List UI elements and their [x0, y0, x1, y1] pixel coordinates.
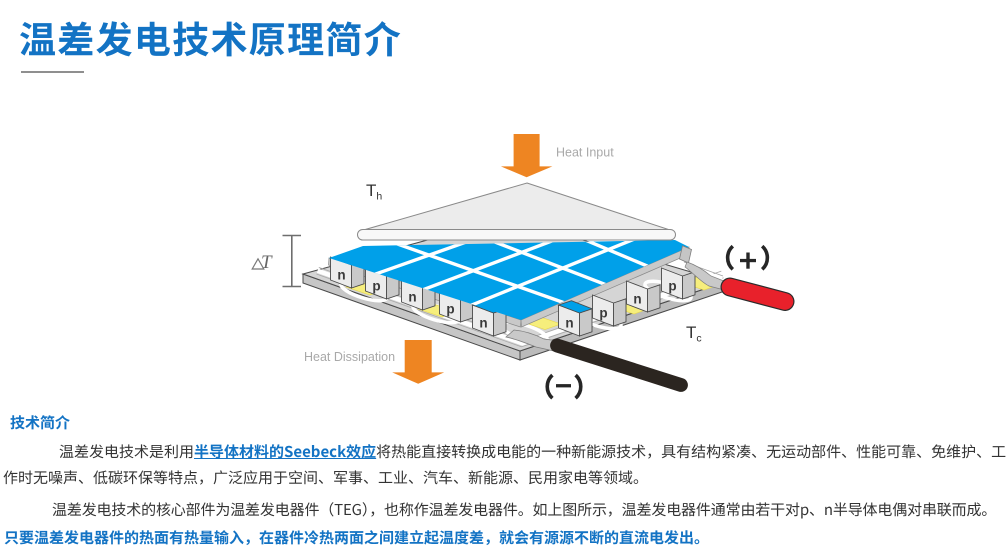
svg-text:Heat Input: Heat Input — [556, 146, 614, 160]
svg-text:T: T — [261, 252, 273, 273]
svg-text:n: n — [633, 292, 641, 307]
svg-text:p: p — [372, 279, 380, 294]
svg-text:p: p — [446, 302, 454, 317]
svg-text:n: n — [565, 316, 573, 331]
svg-text:n: n — [337, 268, 345, 283]
svg-text:n: n — [408, 290, 416, 305]
svg-text:Tc: Tc — [686, 323, 702, 345]
svg-text:p: p — [599, 306, 607, 321]
svg-text:n: n — [479, 316, 487, 331]
svg-text:Th: Th — [366, 181, 382, 203]
svg-text:p: p — [668, 279, 676, 294]
svg-text:Heat Dissipation: Heat Dissipation — [304, 350, 395, 364]
